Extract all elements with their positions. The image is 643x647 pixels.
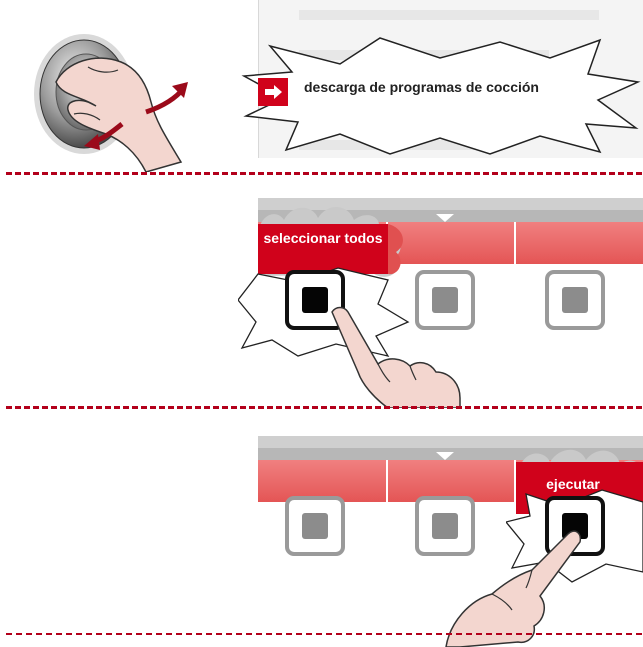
panel-3-execute: ejecutar [0, 408, 643, 647]
chevron-down-icon [436, 452, 454, 460]
section-divider [6, 633, 642, 635]
checkbox-3[interactable] [545, 270, 605, 330]
select-all-softkey[interactable]: seleccionar todos [262, 230, 384, 247]
pointing-hand-icon [440, 526, 590, 647]
chevron-down-icon [436, 214, 454, 222]
panel-1-select-menu: descarga de programas de cocción [0, 0, 643, 172]
pointing-hand-icon [318, 302, 468, 408]
menu-item-label[interactable]: descarga de programas de cocción [304, 79, 539, 95]
checkbox-1[interactable] [285, 496, 345, 556]
panel-2-select-all: seleccionar todos [0, 174, 643, 408]
rotary-knob-icon[interactable] [26, 22, 196, 172]
